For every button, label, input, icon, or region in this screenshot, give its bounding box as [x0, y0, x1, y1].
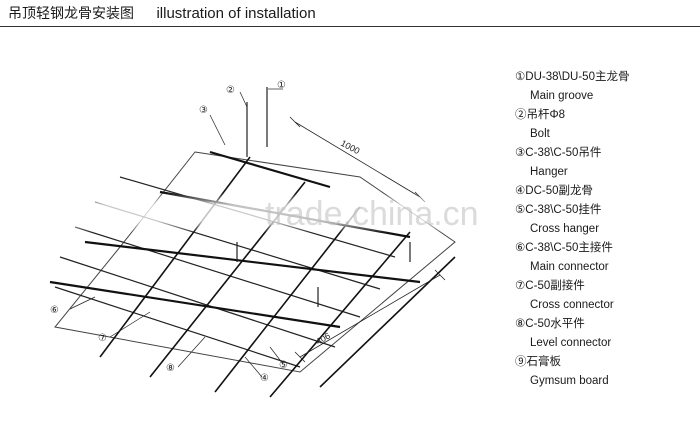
- legend-item-label-en: Main groove: [530, 90, 594, 102]
- legend-item-label-cn: ①DU-38\DU-50主龙骨: [515, 71, 630, 83]
- callout-8: ⑧: [166, 363, 175, 374]
- callout-5: ⑤: [279, 360, 288, 371]
- legend-item-cross-runner: ④DC-50副龙骨: [515, 182, 695, 201]
- legend-item-hanger: ③C-38\C-50吊件 Hanger: [515, 144, 695, 182]
- bolts: [236, 87, 411, 307]
- legend-item-label-cn: ②吊杆Φ8: [515, 109, 566, 121]
- callout-2: ②: [226, 85, 235, 96]
- legend-item-label-cn: ⑨石膏板: [515, 356, 561, 368]
- legend-item-label-cn: ⑤C-38\C-50挂件: [515, 204, 602, 216]
- legend-item-level-connector: ⑧C-50水平件 Level connector: [515, 315, 695, 353]
- legend-item-main-connector: ⑥C-38\C-50主接件 Main connector: [515, 239, 695, 277]
- callout-1: ①: [277, 80, 286, 91]
- page-title: 吊顶轻钢龙骨安装图 illustration of installation: [8, 3, 316, 23]
- title-english: illustration of installation: [156, 5, 316, 22]
- callout-3: ③: [199, 105, 208, 116]
- legend: ①DU-38\DU-50主龙骨 Main groove ②吊杆Φ8 Bolt ③…: [515, 68, 695, 391]
- legend-item-gypsum-board: ⑨石膏板 Gymsum board: [515, 353, 695, 391]
- callout-4: ④: [260, 373, 269, 384]
- dimension-bottom-label: 406: [314, 331, 332, 347]
- legend-item-label-cn: ④DC-50副龙骨: [515, 185, 594, 197]
- title-chinese: 吊顶轻钢龙骨安装图: [8, 6, 134, 22]
- legend-item-main-groove: ①DU-38\DU-50主龙骨 Main groove: [515, 68, 695, 106]
- legend-item-label-en: Hanger: [530, 166, 568, 178]
- watermark-band: [0, 193, 700, 233]
- legend-item-label-cn: ⑥C-38\C-50主接件: [515, 242, 613, 254]
- legend-item-label-cn: ③C-38\C-50吊件: [515, 147, 602, 159]
- leader-lines: [69, 88, 284, 378]
- title-divider: [0, 26, 700, 27]
- dimension-top-label: 1000: [339, 138, 361, 156]
- legend-item-label-en: Level connector: [530, 337, 612, 349]
- callout-7: ⑦: [98, 333, 107, 344]
- secondary-runners: [99, 156, 456, 398]
- legend-item-label-en: Cross hanger: [530, 223, 600, 235]
- legend-item-cross-hanger: ⑤C-38\C-50挂件 Cross hanger: [515, 201, 695, 239]
- legend-item-label-cn: ⑦C-50副接件: [515, 280, 585, 292]
- callout-6: ⑥: [50, 305, 59, 316]
- legend-item-label-en: Main connector: [530, 261, 609, 273]
- legend-item-label-cn: ⑧C-50水平件: [515, 318, 585, 330]
- legend-item-label-en: Gymsum board: [530, 375, 609, 387]
- dimension-lines: [289, 116, 446, 363]
- legend-item-label-en: Bolt: [530, 128, 550, 140]
- legend-item-cross-connector: ⑦C-50副接件 Cross connector: [515, 277, 695, 315]
- legend-item-label-en: Cross connector: [530, 299, 614, 311]
- legend-item-bolt: ②吊杆Φ8 Bolt: [515, 106, 695, 144]
